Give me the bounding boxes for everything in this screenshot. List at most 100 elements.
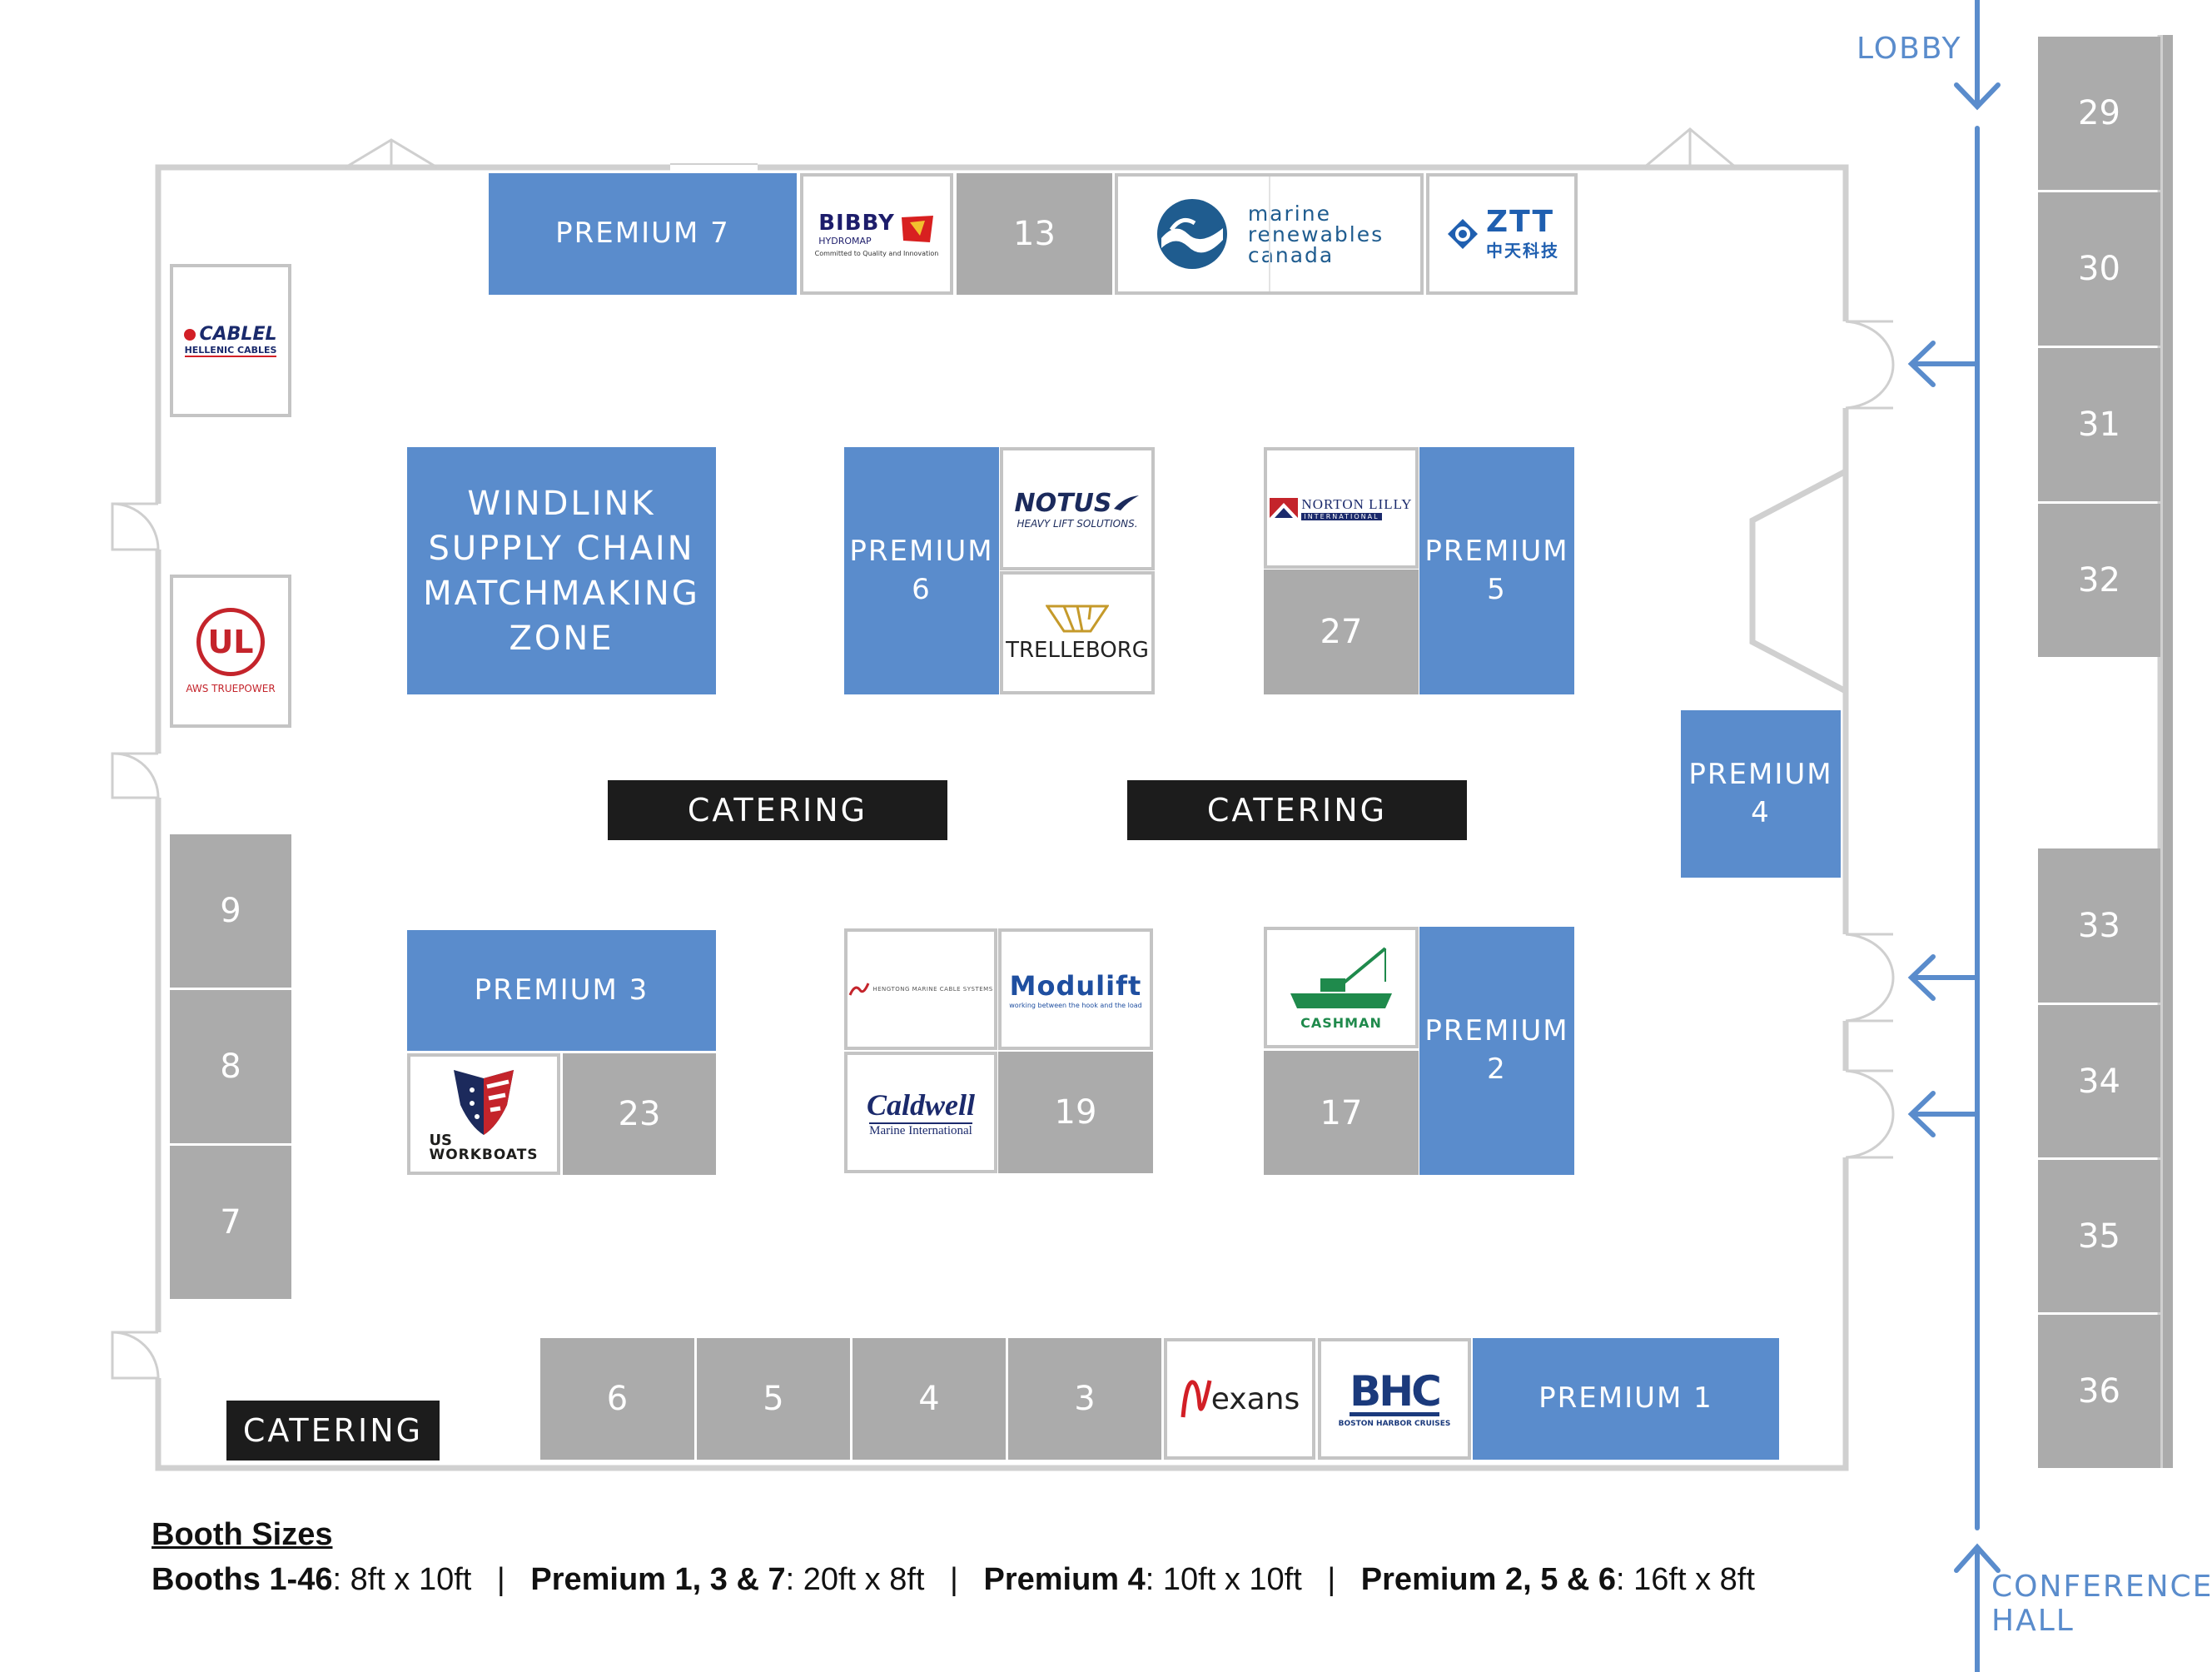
booth-3[interactable]: 3 (1008, 1338, 1161, 1460)
modulift-logo-name: Modulift (1009, 969, 1142, 1002)
booth-27[interactable]: 27 (1264, 570, 1419, 694)
ztt-logo-sub: 中天科技 (1486, 240, 1559, 261)
booth-caldwell-marine[interactable]: Caldwell Marine International (844, 1052, 997, 1173)
ul-logo-sub: AWS TRUEPOWER (186, 683, 276, 694)
caldwell-logo-sub: Marine International (869, 1122, 972, 1137)
bibby-logo-name: BIBBY (818, 211, 895, 236)
booth-premium-6[interactable]: PREMIUM 6 (844, 447, 999, 694)
booth-marine-renewables-canada[interactable]: marine renewables canada (1115, 173, 1424, 295)
hengtong-logo-name: HENGTONG MARINE CABLE SYSTEMS (872, 986, 993, 993)
bhc-logo-name: BHC (1350, 1366, 1442, 1416)
booth-premium-7[interactable]: PREMIUM 7 (489, 173, 797, 295)
notus-wave-icon (1113, 495, 1139, 510)
cashman-crane-barge-icon (1290, 946, 1392, 1008)
cablel-logo-sub: HELLENIC CABLES (184, 345, 277, 357)
booth-premium-2[interactable]: PREMIUM 2 (1419, 927, 1574, 1175)
booth-19[interactable]: 19 (998, 1052, 1153, 1173)
legend-separator: | (496, 1562, 505, 1597)
marine-renewables-wave-icon (1156, 199, 1227, 269)
booth-bibby-hydromap[interactable]: BIBBY HYDROMAP Committed to Quality and … (800, 173, 953, 295)
booth-cablel-hellenic-cables[interactable]: CABLEL HELLENIC CABLES (170, 264, 291, 417)
booth-premium-3[interactable]: PREMIUM 3 (407, 930, 716, 1051)
legend-separator: | (1327, 1562, 1336, 1597)
windlink-matchmaking-zone[interactable]: WINDLINK SUPPLY CHAIN MATCHMAKING ZONE (407, 447, 716, 694)
catering-center-right: CATERING (1127, 780, 1467, 840)
catering-center-left: CATERING (608, 780, 947, 840)
cablel-logo-name: CABLEL (199, 324, 277, 345)
booth-boston-harbor-cruises[interactable]: BHC BOSTON HARBOR CRUISES (1318, 1338, 1471, 1460)
ul-logo-name: UL (207, 624, 254, 660)
us-workboats-shield-icon (454, 1069, 514, 1135)
booth-cashman[interactable]: CASHMAN (1264, 927, 1419, 1048)
booth-36[interactable]: 36 (2038, 1315, 2160, 1468)
booth-13[interactable]: 13 (957, 173, 1112, 295)
hengtong-logo-icon (848, 983, 870, 996)
legend-separator: | (950, 1562, 958, 1597)
booth-34[interactable]: 34 (2038, 1005, 2160, 1157)
trelleborg-emblem-icon (1046, 605, 1109, 633)
legend-item-size: : 8ft x 10ft (332, 1562, 472, 1597)
nexans-logo-name: exans (1210, 1381, 1300, 1416)
bibby-logo-tagline: Committed to Quality and Innovation (814, 250, 939, 257)
trelleborg-logo-name: TRELLEBORG (1006, 638, 1149, 663)
booth-premium-5[interactable]: PREMIUM 5 (1419, 447, 1574, 694)
legend-item-name: Premium 2, 5 & 6 (1360, 1562, 1617, 1597)
booth-23[interactable]: 23 (563, 1053, 716, 1175)
ztt-globe-icon (1448, 219, 1478, 249)
booth-29[interactable]: 29 (2038, 37, 2160, 190)
notus-logo-sub: HEAVY LIFT SOLUTIONS. (1017, 517, 1138, 530)
booth-hengtong-marine[interactable]: HENGTONG MARINE CABLE SYSTEMS (844, 928, 997, 1050)
booth-9[interactable]: 9 (170, 834, 291, 988)
booth-premium-4[interactable]: PREMIUM 4 (1681, 710, 1841, 878)
conference-hall-label: CONFERENCE HALL (1991, 1570, 2212, 1639)
lobby-label: LOBBY (1857, 32, 1962, 66)
booth-17[interactable]: 17 (1264, 1051, 1419, 1175)
legend-item-name: Premium 1, 3 & 7 (530, 1562, 786, 1597)
legend-item-name: Premium 4 (983, 1562, 1146, 1597)
booth-notus-heavy-lift[interactable]: NOTUS HEAVY LIFT SOLUTIONS. (1000, 447, 1155, 570)
bibby-logo-sub: HYDROMAP (818, 236, 872, 246)
bibby-flag-icon (901, 215, 933, 242)
booth-33[interactable]: 33 (2038, 848, 2160, 1003)
booth-35[interactable]: 35 (2038, 1160, 2160, 1312)
booth-8[interactable]: 8 (170, 990, 291, 1143)
legend-item-size: : 20ft x 8ft (785, 1562, 925, 1597)
booth-7[interactable]: 7 (170, 1146, 291, 1299)
mrc-logo-line3: canada (1247, 242, 1335, 267)
ul-logo-circle-icon: UL (196, 608, 265, 676)
legend-title: Booth Sizes (152, 1517, 333, 1552)
catering-bottom-left: CATERING (226, 1401, 440, 1461)
booth-31[interactable]: 31 (2038, 348, 2160, 501)
booth-5[interactable]: 5 (697, 1338, 850, 1460)
booth-nexans[interactable]: exans (1164, 1338, 1315, 1460)
legend-item-size: : 16ft x 8ft (1616, 1562, 1755, 1597)
norton-lilly-logo-name: NORTON LILLY (1301, 495, 1413, 512)
us-workboats-logo-line1: US (429, 1131, 453, 1149)
booth-6[interactable]: 6 (540, 1338, 694, 1460)
booth-norton-lilly[interactable]: NORTON LILLY INTERNATIONAL (1264, 447, 1419, 569)
booth-4[interactable]: 4 (852, 1338, 1006, 1460)
bhc-logo-sub: BOSTON HARBOR CRUISES (1338, 1419, 1451, 1428)
booth-30[interactable]: 30 (2038, 192, 2160, 346)
booth-ul-aws-truepower[interactable]: UL AWS TRUEPOWER (170, 575, 291, 728)
legend-item-size: : 10ft x 10ft (1145, 1562, 1302, 1597)
right-column-edge (2163, 35, 2173, 1468)
legend-sizes: Booths 1-46: 8ft x 10ft | Premium 1, 3 &… (152, 1562, 1755, 1598)
mrc-logo-line1: marine (1247, 201, 1331, 226)
cashman-logo-name: CASHMAN (1300, 1014, 1382, 1031)
us-workboats-logo-line2: WORKBOATS (429, 1146, 539, 1163)
ztt-logo-name: ZTT (1486, 204, 1555, 239)
caldwell-logo-name: Caldwell (866, 1087, 975, 1122)
booth-modulift[interactable]: Modulift working between the hook and th… (998, 928, 1153, 1050)
booth-ztt[interactable]: ZTT 中天科技 (1426, 173, 1578, 295)
cablel-dot-icon (184, 328, 196, 341)
norton-lilly-flag-icon (1270, 498, 1299, 518)
nexans-n-icon (1181, 1380, 1212, 1418)
legend-item-name: Booths 1-46 (152, 1562, 333, 1597)
modulift-logo-sub: working between the hook and the load (1009, 1001, 1142, 1009)
booth-trelleborg[interactable]: TRELLEBORG (1000, 571, 1155, 694)
booth-us-workboats[interactable]: US WORKBOATS (407, 1053, 560, 1175)
booth-premium-1[interactable]: PREMIUM 1 (1473, 1338, 1779, 1460)
booth-32[interactable]: 32 (2038, 504, 2160, 657)
